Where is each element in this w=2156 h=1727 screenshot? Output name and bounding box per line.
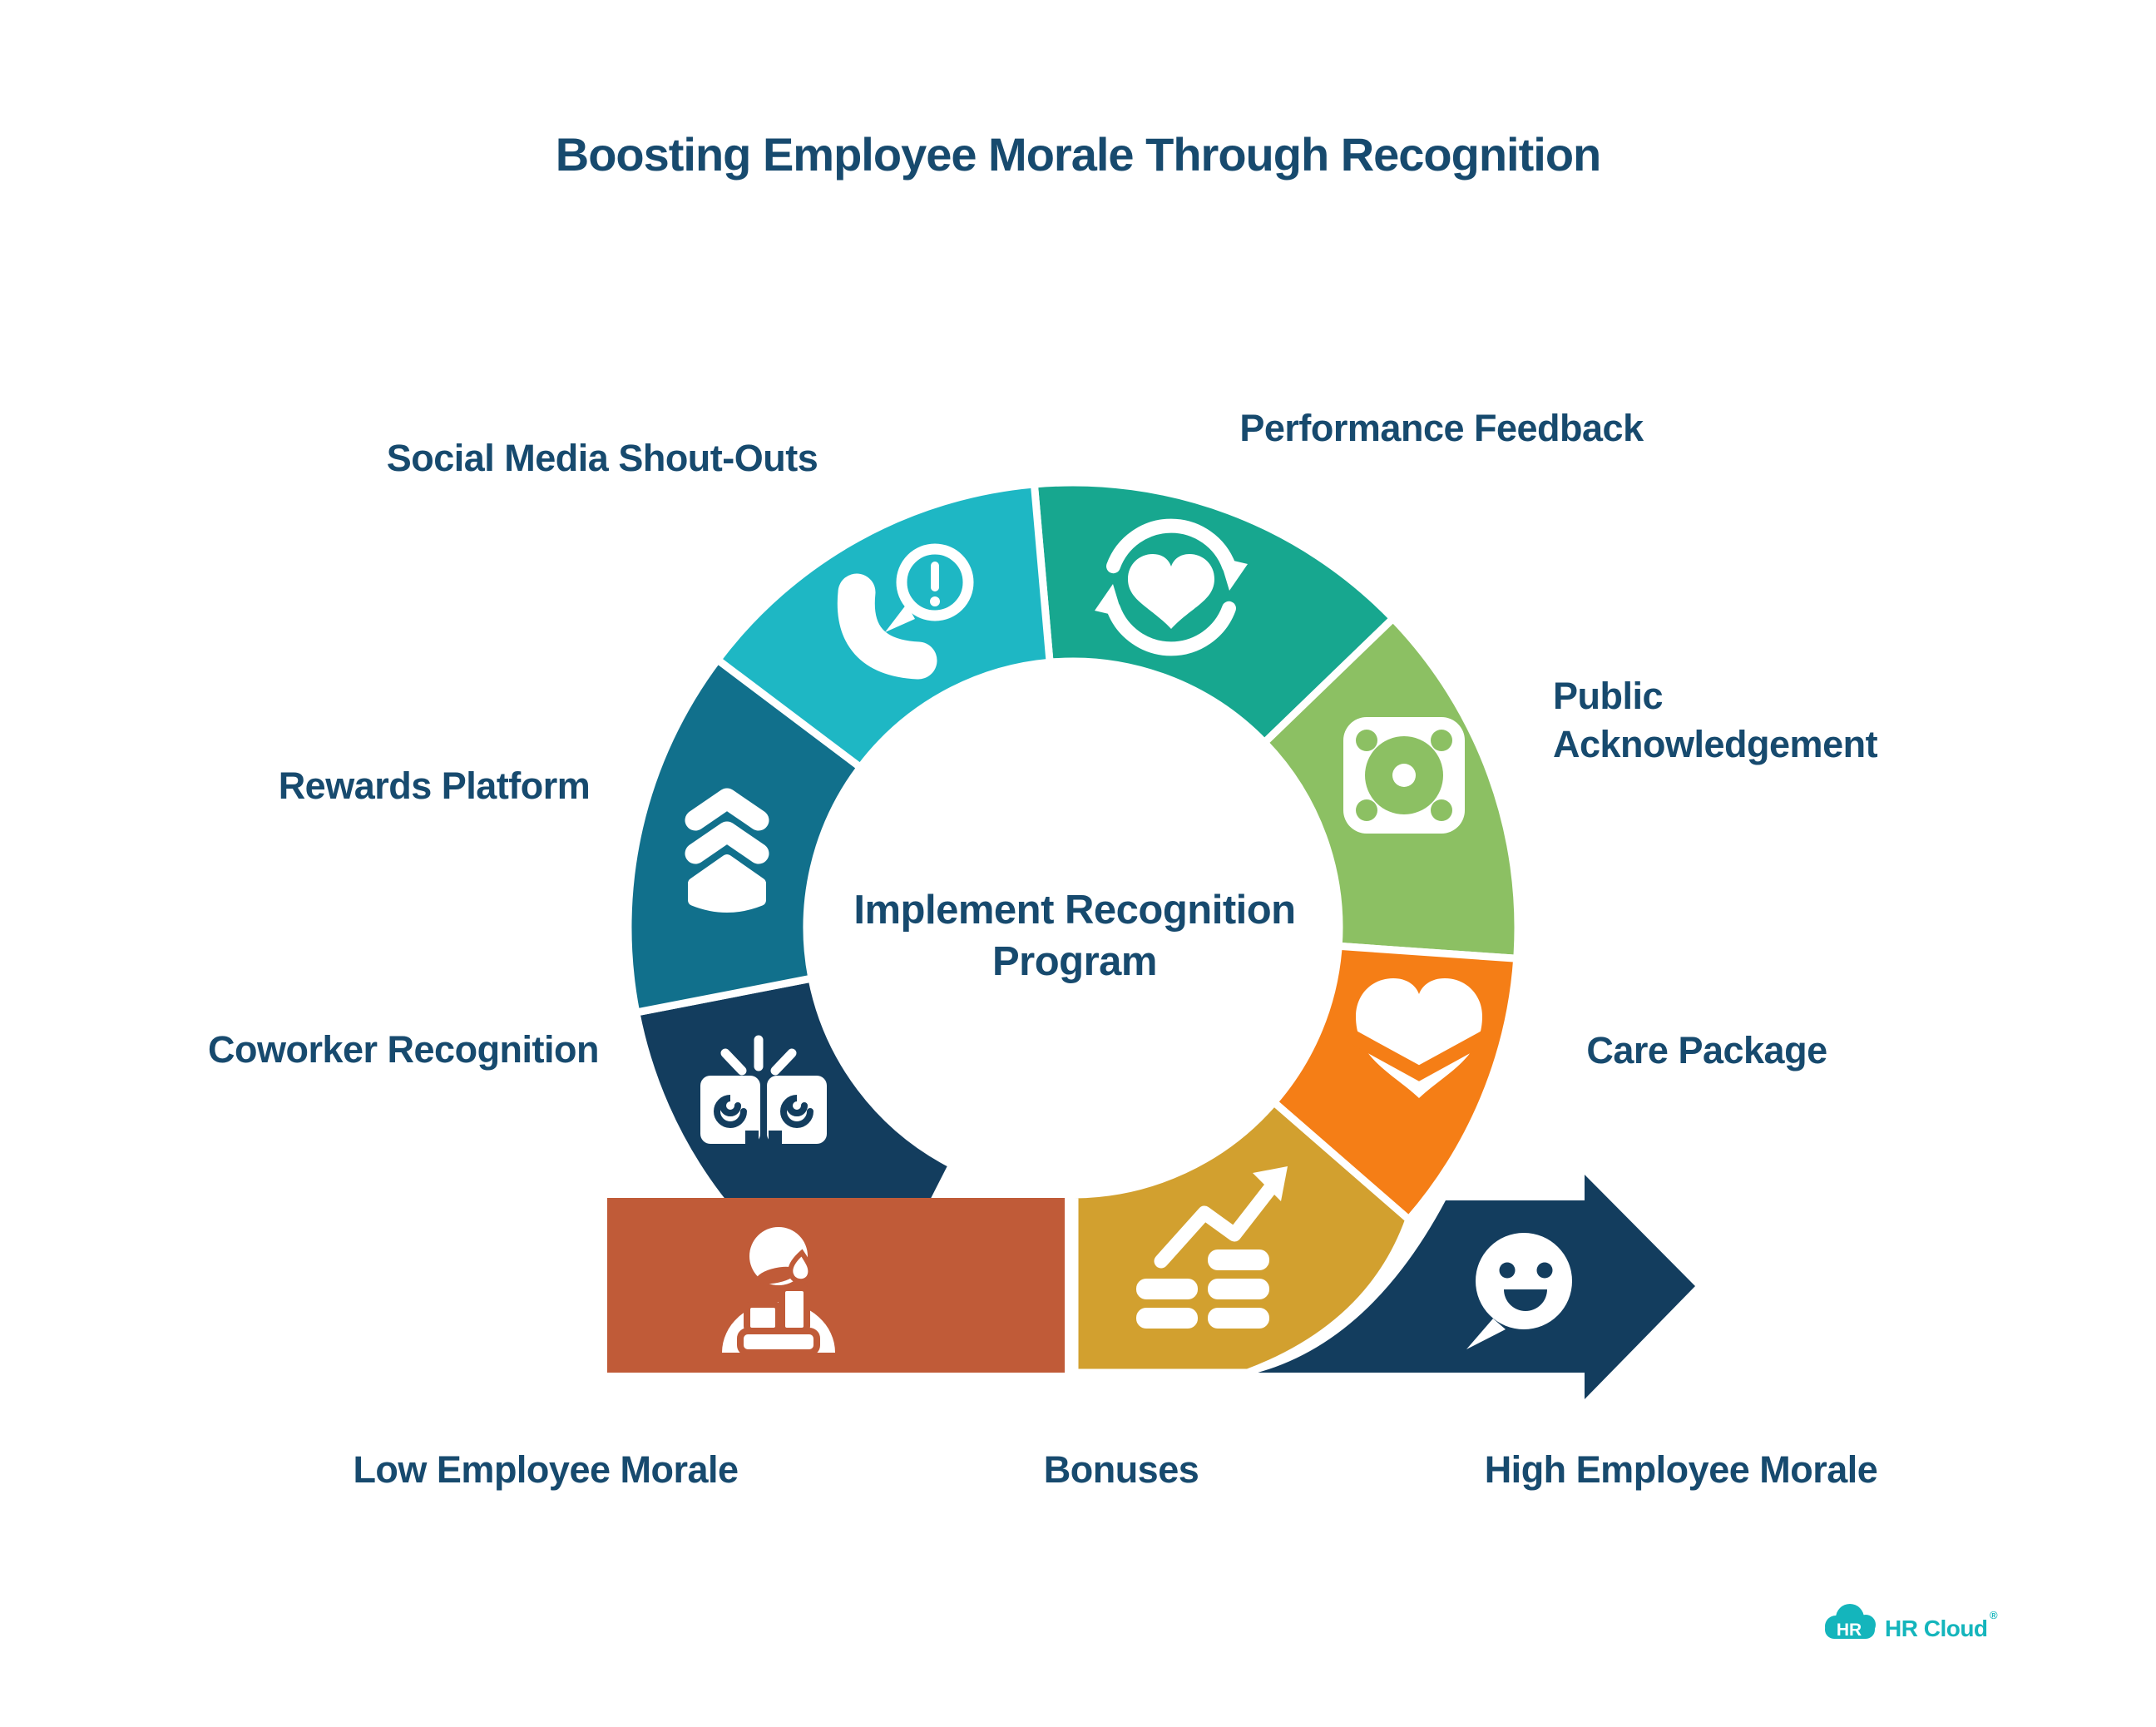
- growth-coins-icon: [1136, 1166, 1288, 1329]
- layered-heart-icon: [1345, 978, 1493, 1098]
- label-public-line2: Acknowledgement: [1553, 723, 1878, 765]
- label-rewards-platform: Rewards Platform: [279, 765, 591, 807]
- label-public-line1: Public: [1553, 675, 1663, 717]
- speaker-icon: [1343, 717, 1465, 834]
- center-label-line2: Program: [992, 939, 1157, 984]
- sad-employee-icon: [722, 1227, 835, 1356]
- center-label-line1: Implement Recognition: [853, 888, 1295, 933]
- label-bonuses: Bonuses: [1044, 1448, 1199, 1491]
- logo-badge-text: HR: [1837, 1621, 1862, 1640]
- label-high-employee-morale: High Employee Morale: [1485, 1448, 1878, 1491]
- sync-heart-icon: [1095, 518, 1248, 656]
- recognition-ring: [624, 478, 1522, 1377]
- label-performance-feedback: Performance Feedback: [1239, 407, 1644, 449]
- fist-bump-icon: [700, 1035, 827, 1144]
- label-coworker-recognition: Coworker Recognition: [208, 1028, 599, 1071]
- segment-social-media-shout-outs: [714, 480, 1054, 771]
- page-title: Boosting Employee Morale Through Recogni…: [556, 128, 1600, 181]
- cloud-icon: [1825, 1604, 1876, 1639]
- center-label: Implement Recognition Program: [853, 888, 1296, 984]
- label-care-package: Care Package: [1586, 1029, 1827, 1071]
- label-low-employee-morale: Low Employee Morale: [353, 1448, 738, 1491]
- registered-mark: ®: [1990, 1609, 1998, 1621]
- label-public-acknowledgement: Public Acknowledgement: [1553, 675, 1878, 765]
- logo-name-text: HR Cloud: [1885, 1616, 1988, 1641]
- hr-cloud-logo: HR HR Cloud ®: [1825, 1604, 1998, 1641]
- chevrons-up-icon: [685, 788, 769, 913]
- segment-bonuses: [1071, 1098, 1413, 1377]
- phone-alert-icon: [837, 543, 974, 680]
- low-morale-block: [607, 1198, 1065, 1373]
- happy-chat-icon: [1466, 1233, 1572, 1349]
- label-social-media-shout-outs: Social Media Shout-Outs: [387, 437, 818, 479]
